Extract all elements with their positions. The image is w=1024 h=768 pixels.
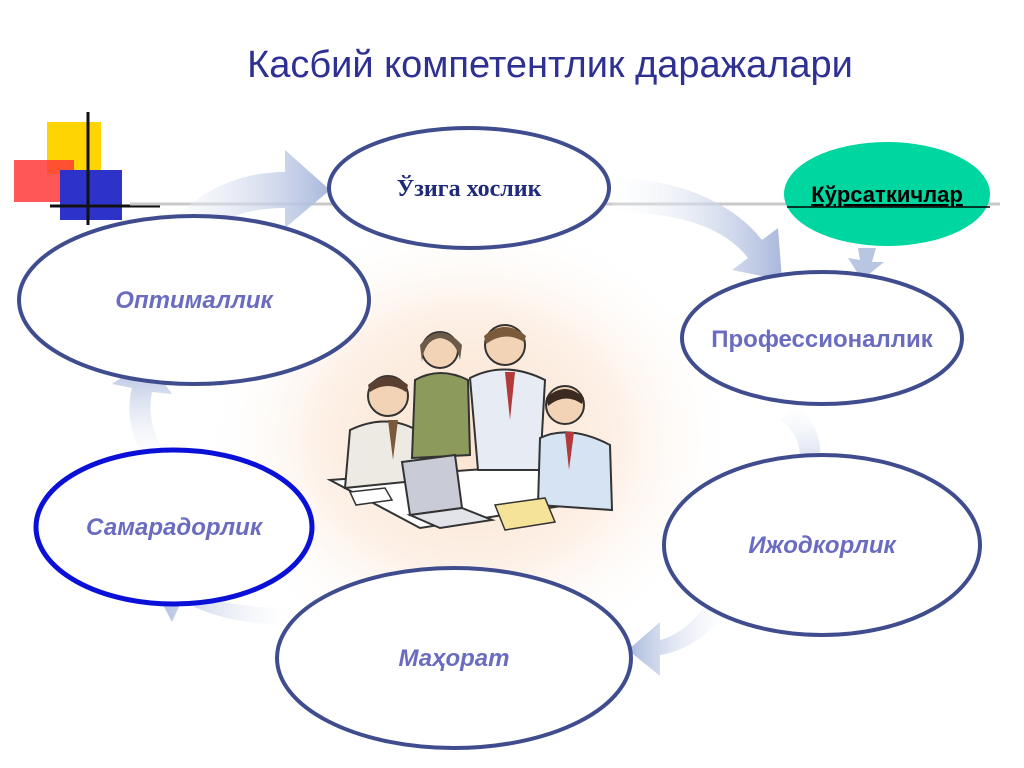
page-title: Касбий компетентлик даражалари	[247, 44, 853, 86]
node-creativity-label: Ижодкорлик	[748, 532, 897, 559]
indicator-label: Кўрсаткичлар	[811, 182, 963, 207]
node-creativity: Ижодкорлик	[662, 453, 982, 637]
business-team-clipart	[326, 324, 614, 531]
node-optimality-label: Оптималлик	[115, 287, 274, 314]
node-professionalism: Профессионаллик	[680, 270, 964, 406]
node-professionalism-label: Профессионаллик	[711, 326, 933, 353]
node-efficiency: Самарадорлик	[33, 447, 315, 607]
node-skill: Маҳорат	[275, 566, 633, 750]
node-self: Ўзига хослик	[327, 126, 611, 250]
node-efficiency-label: Самарадорлик	[86, 514, 264, 541]
node-optimality: Оптималлик	[17, 214, 371, 386]
indicator-badge: Кўрсаткичлар	[784, 142, 990, 246]
node-skill-label: Маҳорат	[399, 645, 510, 672]
node-self-label: Ўзига хослик	[397, 176, 542, 202]
